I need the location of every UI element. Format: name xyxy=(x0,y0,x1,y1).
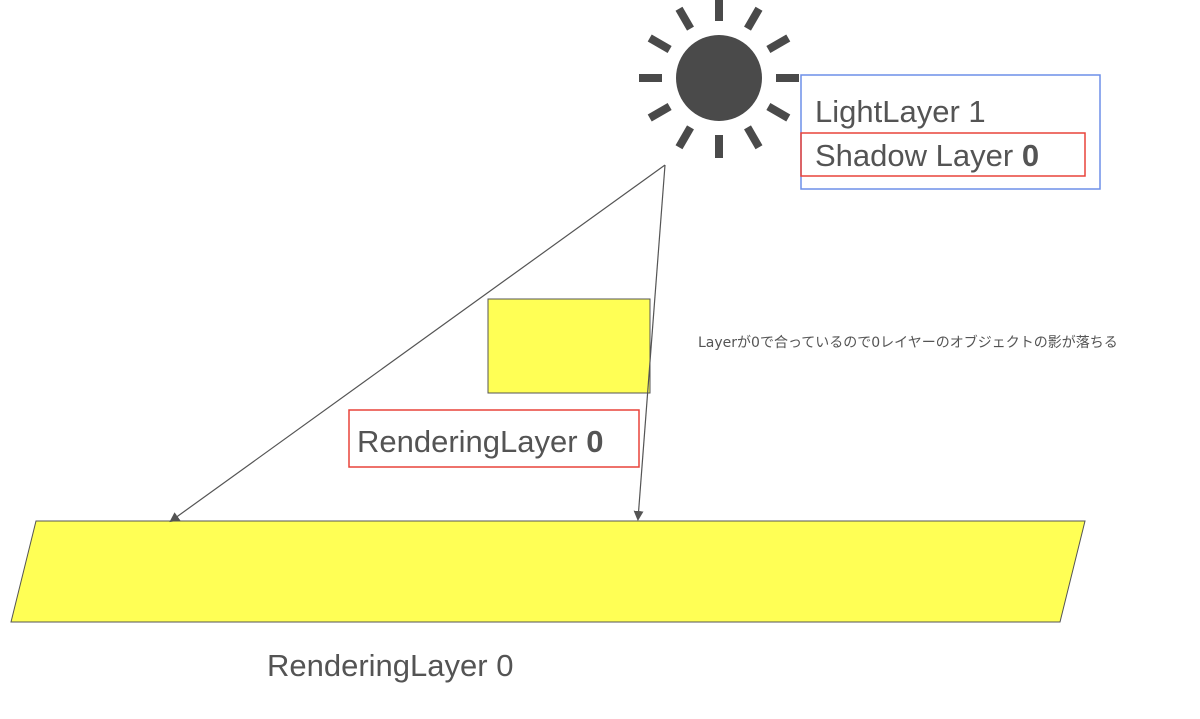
sun-ray xyxy=(675,125,694,150)
ground-rendering-layer-label: RenderingLayer 0 xyxy=(267,648,513,683)
sun-ray xyxy=(647,103,672,122)
sun-ray xyxy=(675,6,694,31)
shadow-layer-label: Shadow Layer 0 xyxy=(815,138,1039,173)
light-ray-right-arrow xyxy=(633,164,666,521)
sun-ray xyxy=(744,6,763,31)
sun-ray xyxy=(744,125,763,150)
light-layer-label: LightLayer 1 xyxy=(815,94,986,129)
explanation-note: Layerが0で合っているので0レイヤーのオブジェクトの影が落ちる xyxy=(698,335,1118,351)
sun-ray xyxy=(647,34,672,53)
ground-plane xyxy=(10,520,1086,623)
sun-icon xyxy=(639,0,799,158)
shadow-caster-object xyxy=(487,298,651,394)
object-rendering-layer-label: RenderingLayer 0 xyxy=(357,424,603,459)
light-layer-box xyxy=(800,74,1101,190)
object-layer-box xyxy=(348,409,640,468)
shadow-layer-box xyxy=(800,132,1086,177)
sun-ray xyxy=(766,103,791,122)
light-ray-left-arrow xyxy=(169,164,666,523)
sun-ray xyxy=(766,34,791,53)
